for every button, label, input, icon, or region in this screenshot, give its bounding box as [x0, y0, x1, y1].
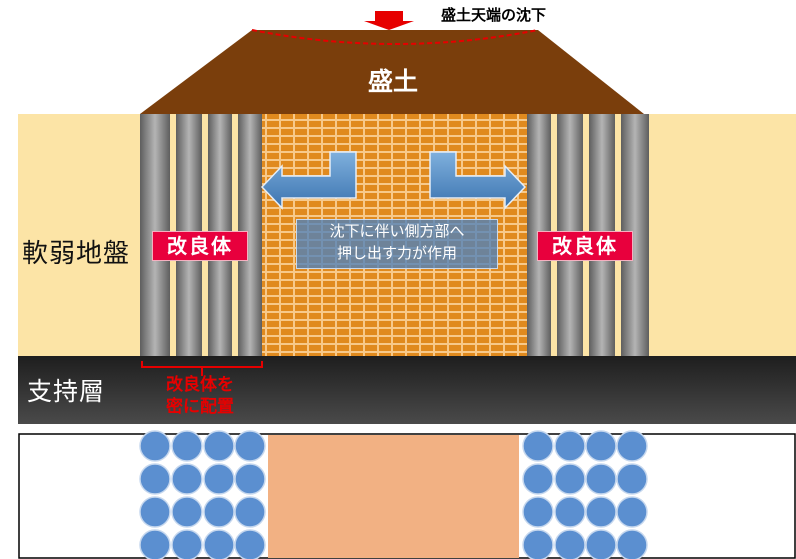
- plan-left-circles: [139, 430, 266, 559]
- arrow-right-icon: [429, 151, 527, 210]
- dense-placement-line2: 密に配置: [166, 397, 234, 417]
- dense-placement-line1: 改良体を: [166, 375, 234, 395]
- arrow-down-icon: [364, 11, 414, 30]
- dense-placement-note: 改良体を 密に配置: [150, 374, 250, 418]
- lateral-force-callout: 沈下に伴い側方部へ 押し出す力が作用: [296, 219, 498, 269]
- embankment-shape: [140, 30, 644, 114]
- bearing-layer-label: 支持層: [27, 377, 106, 406]
- arrow-left-icon: [260, 151, 357, 210]
- plan-view: [18, 430, 796, 559]
- settlement-label: 盛土天端の沈下: [441, 6, 547, 24]
- improved-body-badge-left: 改良体: [152, 231, 248, 261]
- embankment-label: 盛土: [367, 67, 418, 96]
- plan-right-circles: [522, 430, 648, 559]
- improved-body-badge-right: 改良体: [537, 231, 633, 261]
- bearing-layer: [18, 356, 796, 424]
- soft-ground-label: 軟弱地盤: [22, 239, 131, 269]
- lateral-force-line2: 押し出す力が作用: [336, 244, 457, 262]
- settlement-curve: [251, 29, 539, 45]
- lateral-force-line1: 沈下に伴い側方部へ: [329, 222, 465, 240]
- plan-central-zone: [268, 435, 519, 558]
